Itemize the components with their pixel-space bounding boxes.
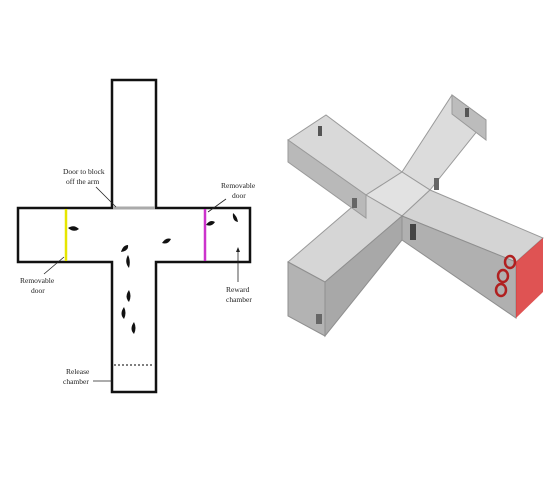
arrowhead-reward (236, 247, 240, 252)
fish (121, 245, 129, 252)
fish (131, 322, 136, 334)
inner-door-se (410, 224, 416, 240)
release-door (316, 314, 322, 324)
label-removable-door-right-1: Removable (221, 181, 256, 190)
inner-door-nw (318, 126, 322, 136)
maze-outline (16, 78, 252, 394)
fish (68, 226, 79, 231)
label-release-1: Release (66, 367, 90, 376)
inner-door-sw (352, 198, 357, 208)
schematic-maze: Door to block off the arm Removable door… (16, 78, 256, 394)
label-reward-2: chamber (226, 295, 252, 304)
reward-hole (496, 268, 510, 284)
maze-side-ne (451, 94, 487, 142)
reward-hole (494, 282, 508, 298)
reward-holes (494, 254, 517, 298)
maze-side-nw (287, 139, 367, 219)
fish-group (68, 213, 238, 334)
reward-hole (503, 254, 517, 270)
maze-top-ne-arm (401, 94, 487, 191)
rendered-maze (287, 94, 544, 338)
reward-end-face (516, 238, 543, 318)
inner-door-ne (465, 108, 469, 117)
fish (126, 290, 131, 302)
label-removable-door-left-2: door (31, 286, 45, 295)
label-removable-door-right-2: door (232, 191, 246, 200)
fish (162, 238, 171, 244)
fish (232, 213, 238, 222)
inner-door-center (434, 178, 439, 190)
pointer-door-block (95, 186, 117, 208)
pointer-removable-door-right (207, 198, 227, 213)
label-release-2: chamber (63, 377, 89, 386)
fish (206, 221, 215, 226)
label-door-block-1: Door to block (63, 167, 105, 176)
fish (126, 255, 130, 268)
label-door-block-2: off the arm (66, 177, 99, 186)
label-reward-1: Reward (226, 285, 250, 294)
fish (121, 307, 126, 319)
pointer-removable-door-left (43, 256, 65, 275)
label-removable-door-left-1: Removable (20, 276, 55, 285)
